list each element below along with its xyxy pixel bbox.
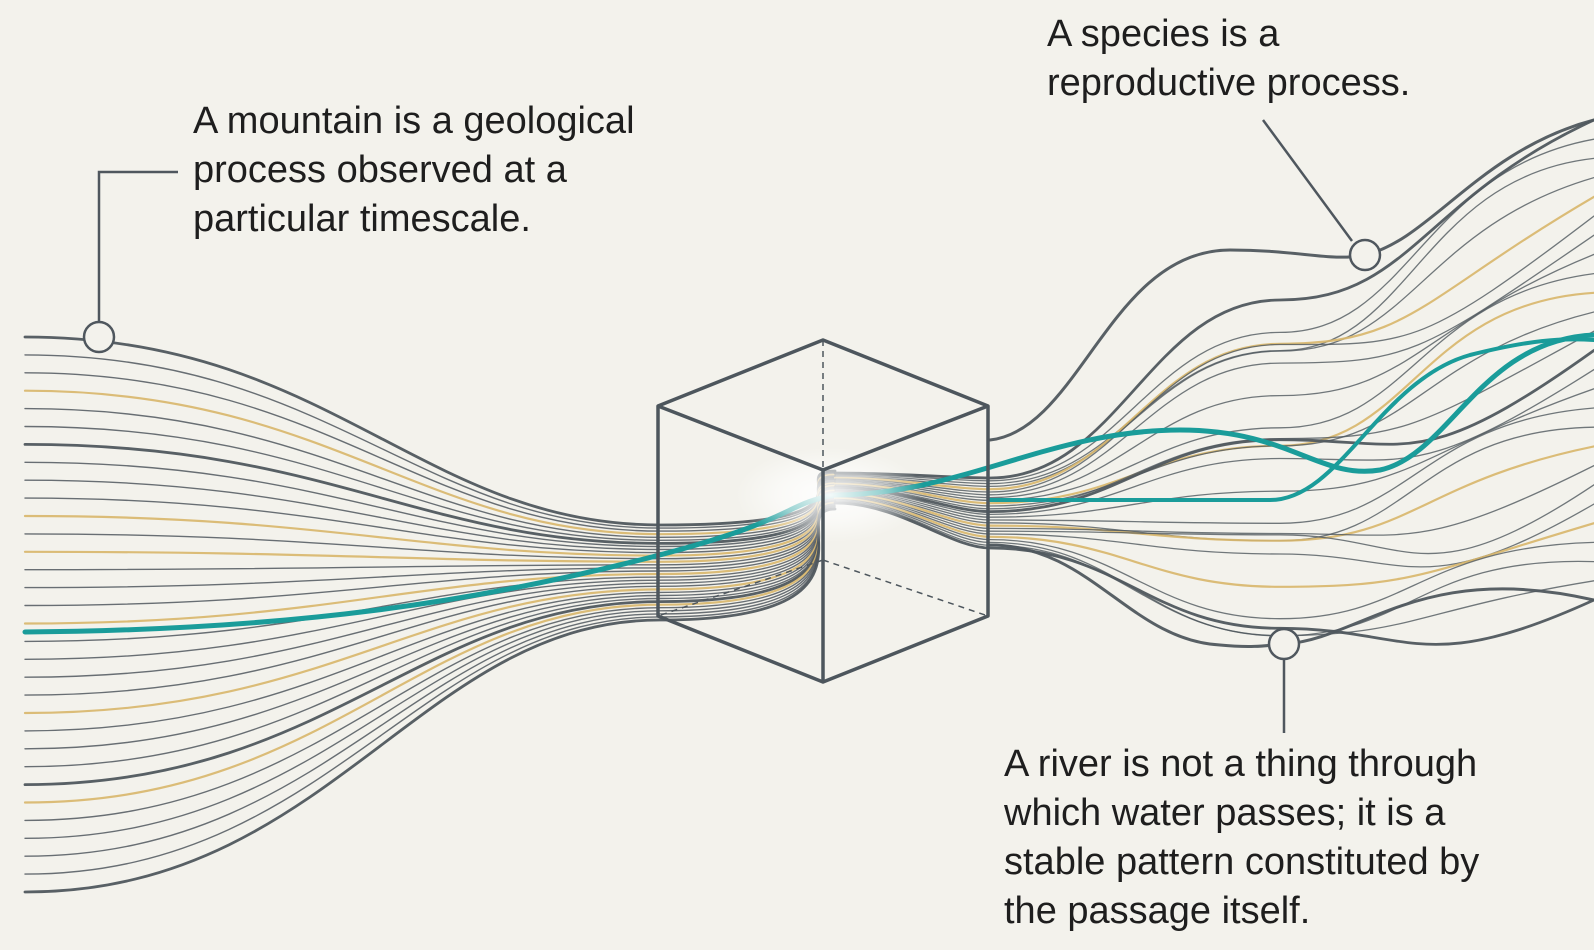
stream-line [834,234,1594,496]
stream-line [988,118,1594,442]
mountain-annotation: A mountain is a geological process obser… [193,97,635,244]
river-annotation-line: stable pattern constituted by [1004,841,1480,883]
cube-hidden-edge [822,559,989,617]
left-converging-streams [22,335,838,894]
teal-stream-line [988,337,1594,503]
stream-line [833,501,1594,646]
river-annotation-line: the passage itself. [1004,890,1311,932]
mountain-marker [82,320,116,354]
stream-line [834,496,1594,568]
stream-line [834,368,1594,516]
stream-line [834,253,1594,499]
stream-line [834,407,1594,524]
species-leader-line [1261,119,1354,242]
stream-line [988,543,1594,649]
stream-line [834,501,1594,637]
stream-line [24,354,836,529]
mountain-annotation-line: process observed at a [193,149,567,191]
stream-line [834,498,1594,620]
stream-line [834,330,1594,510]
species-annotation-line: reproductive process. [1047,62,1411,104]
right-diverging-streams [832,118,1594,649]
species-marker [1348,238,1382,272]
species-annotation: A species is a reproductive process. [1047,10,1410,108]
river-annotation-line: which water passes; it is a [1004,792,1446,834]
species-annotation-line: A species is a [1047,13,1280,55]
gold-stream-line [833,445,1594,542]
stream-line [834,464,1594,536]
stream-line [834,215,1594,493]
stream-line [833,349,1594,514]
gold-stream-line [833,497,1594,588]
river-marker [1267,627,1301,661]
stream-line [834,311,1594,507]
gold-stream-line [833,195,1594,491]
mountain-annotation-line: A mountain is a geological [193,100,635,142]
mountain-leader-line [97,170,178,322]
stream-line [23,507,837,894]
stream-line [834,157,1594,485]
mountain-annotation-line: particular timescale. [193,198,531,240]
stream-line [24,494,836,696]
stream-line [834,176,1594,488]
river-annotation: A river is not a thing through which wat… [1004,740,1479,936]
stream-line [23,443,837,545]
passage-glow [735,447,925,543]
stream-line [834,388,1594,518]
cube-icon [656,338,990,684]
stream-line [834,272,1594,502]
gold-stream-line [833,291,1594,505]
stream-line [24,372,836,532]
stream-line [834,484,1594,555]
stream-line [23,500,837,786]
cube-hidden-edge [657,559,824,617]
river-annotation-line: A river is not a thing through [1004,743,1478,785]
